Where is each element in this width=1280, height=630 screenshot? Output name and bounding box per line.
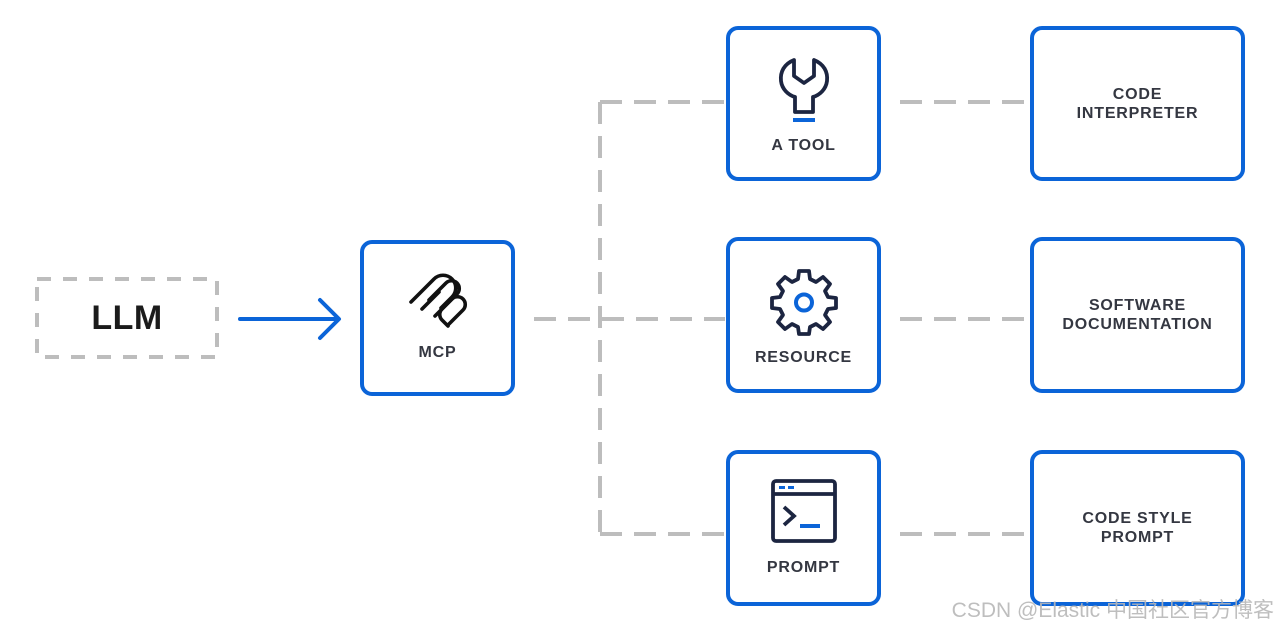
llm-dashed-border bbox=[35, 277, 219, 359]
code-style-prompt-node: CODE STYLE PROMPT bbox=[1030, 450, 1245, 606]
terminal-icon bbox=[770, 479, 837, 543]
prompt-label: PROMPT bbox=[766, 559, 841, 576]
prompt-node: PROMPT bbox=[726, 450, 881, 606]
mcp-logo-icon bbox=[408, 273, 467, 328]
mcp-label: MCP bbox=[418, 344, 457, 361]
resource-node: RESOURCE bbox=[726, 237, 881, 393]
watermark-text: CSDN @Elastic 中国社区官方博客 bbox=[951, 599, 1274, 622]
code-style-prompt-label: CODE STYLE PROMPT bbox=[1082, 510, 1193, 546]
tool-node: A TOOL bbox=[726, 26, 881, 181]
mcp-node: MCP bbox=[360, 240, 515, 396]
resource-label: RESOURCE bbox=[754, 349, 853, 366]
gear-icon bbox=[769, 269, 838, 336]
code-interpreter-node: CODE INTERPRETER bbox=[1030, 26, 1245, 181]
llm-node: LLM bbox=[35, 277, 219, 359]
software-documentation-label: SOFTWARE DOCUMENTATION bbox=[1062, 297, 1213, 333]
software-documentation-node: SOFTWARE DOCUMENTATION bbox=[1030, 237, 1245, 393]
llm-to-mcp-arrow bbox=[238, 298, 341, 340]
llm-label: LLM bbox=[91, 298, 163, 337]
wrench-icon bbox=[778, 58, 829, 122]
tool-label: A TOOL bbox=[771, 137, 836, 154]
code-interpreter-label: CODE INTERPRETER bbox=[1076, 85, 1199, 122]
